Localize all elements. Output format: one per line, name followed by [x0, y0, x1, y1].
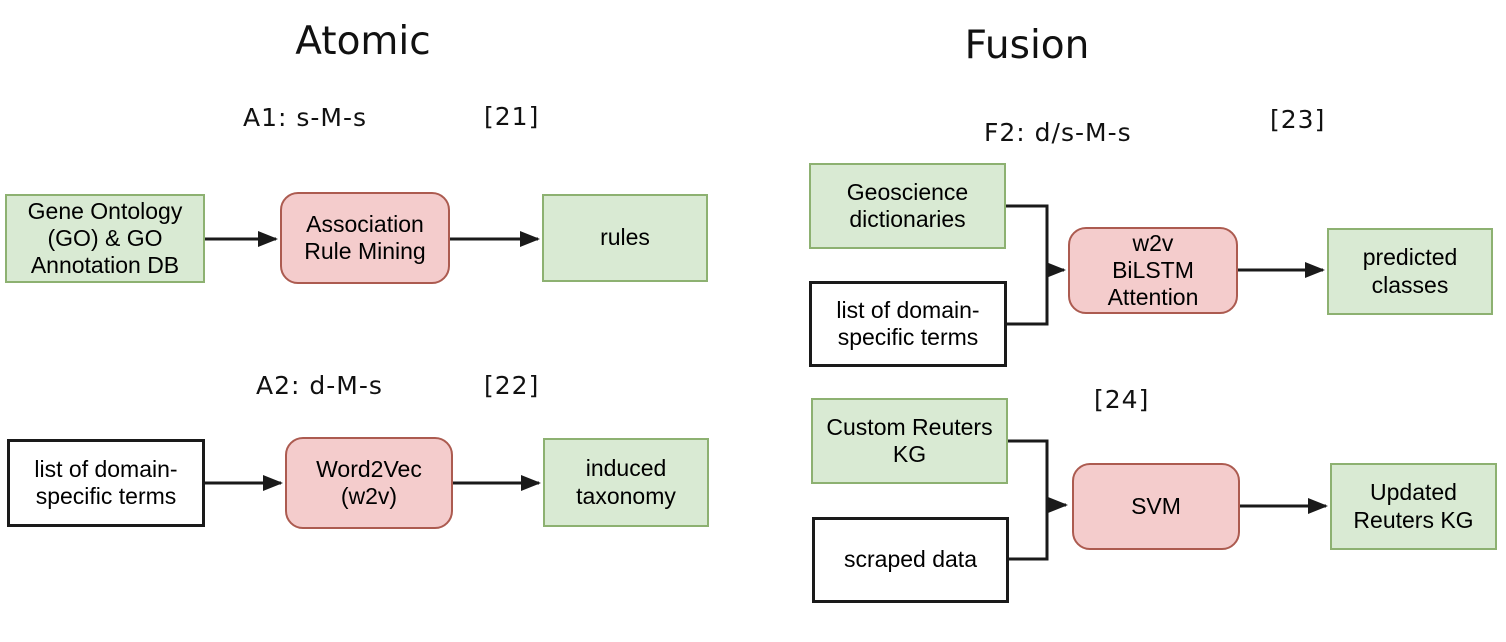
atomic-section-title: Atomic	[295, 19, 431, 64]
node-scraped-data: scraped data	[812, 517, 1009, 603]
node-w2v-bilstm-attention: w2v BiLSTM Attention	[1068, 227, 1238, 314]
node-association-rule-mining: Association Rule Mining	[280, 192, 450, 284]
diagram-f3-citation: [24]	[1094, 385, 1150, 414]
node-svm: SVM	[1072, 463, 1240, 550]
diagram-a1-citation: [21]	[484, 102, 540, 131]
node-word2vec: Word2Vec (w2v)	[285, 437, 453, 529]
node-gene-ontology-db: Gene Ontology (GO) & GO Annotation DB	[5, 194, 205, 283]
diagram-a1-label: A1: s-M-s	[243, 103, 368, 132]
diagram-f2-label: F2: d/s-M-s	[984, 118, 1132, 147]
node-geoscience-dictionaries-label: Geoscience dictionaries	[846, 178, 969, 232]
node-rules-label: rules	[600, 224, 650, 251]
node-association-rule-mining-label: Association Rule Mining	[304, 210, 426, 264]
node-predicted-classes: predicted classes	[1327, 228, 1493, 315]
node-custom-reuters-kg-label: Custom Reuters KG	[826, 413, 993, 467]
node-custom-reuters-kg: Custom Reuters KG	[811, 398, 1008, 484]
node-induced-taxonomy-label: induced taxonomy	[576, 455, 676, 509]
diagram-f2-citation: [23]	[1270, 105, 1326, 134]
diagram-a2-citation: [22]	[484, 371, 540, 400]
node-updated-reuters-kg: Updated Reuters KG	[1330, 463, 1497, 550]
connector-f3-inputs-join	[1007, 439, 1049, 561]
node-word2vec-label: Word2Vec (w2v)	[316, 455, 422, 509]
node-domain-terms-list-a2-label: list of domain- specific terms	[34, 455, 178, 509]
node-rules: rules	[542, 194, 708, 282]
node-updated-reuters-kg-label: Updated Reuters KG	[1353, 479, 1474, 533]
node-w2v-bilstm-attention-label: w2v BiLSTM Attention	[1107, 229, 1199, 311]
fusion-section-title: Fusion	[964, 23, 1090, 68]
node-induced-taxonomy: induced taxonomy	[543, 438, 709, 527]
node-domain-terms-list-a2: list of domain- specific terms	[7, 439, 205, 527]
node-scraped-data-label: scraped data	[844, 546, 977, 573]
node-domain-terms-list-f2-label: list of domain- specific terms	[836, 296, 980, 350]
diagram-a2-label: A2: d-M-s	[256, 371, 383, 400]
node-svm-label: SVM	[1131, 492, 1181, 519]
node-domain-terms-list-f2: list of domain- specific terms	[809, 281, 1007, 367]
node-gene-ontology-db-label: Gene Ontology (GO) & GO Annotation DB	[27, 197, 183, 279]
node-geoscience-dictionaries: Geoscience dictionaries	[809, 163, 1006, 249]
node-predicted-classes-label: predicted classes	[1362, 244, 1458, 298]
connector-f2-inputs-join	[1005, 204, 1049, 326]
